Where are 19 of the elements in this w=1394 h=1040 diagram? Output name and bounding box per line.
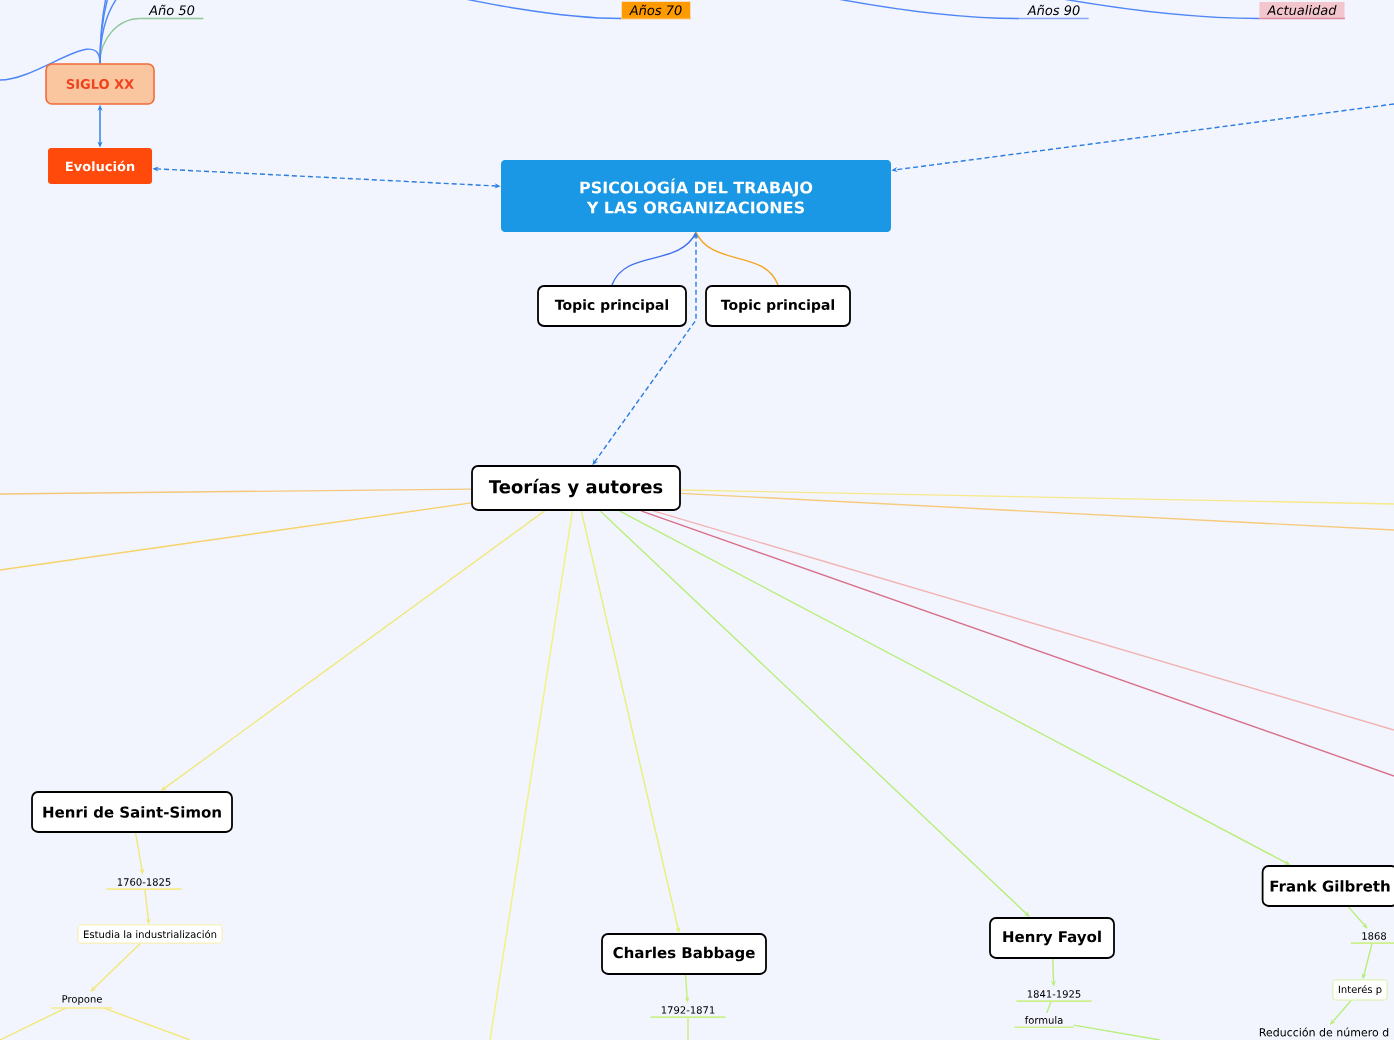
connector	[1072, 1024, 1161, 1040]
connector	[695, 231, 779, 286]
connector	[652, 510, 1394, 731]
connector	[1046, 1000, 1052, 1014]
connector	[640, 510, 1394, 777]
connector	[0, 1007, 67, 1040]
connector	[687, 1016, 689, 1040]
topic-box: Teorías y autores	[471, 465, 681, 511]
connector	[489, 510, 574, 1040]
connector	[103, 1007, 191, 1040]
connector	[0, 488, 472, 495]
connector	[680, 492, 1394, 531]
connector	[1347, 906, 1368, 929]
connector	[611, 231, 697, 286]
connector	[680, 489, 1394, 505]
connector	[90, 942, 141, 992]
central-topic-box: PSICOLOGÍA DEL TRABAJO Y LAS ORGANIZACIONES	[501, 160, 891, 232]
connector	[0, 48, 101, 81]
connector	[0, 502, 472, 571]
